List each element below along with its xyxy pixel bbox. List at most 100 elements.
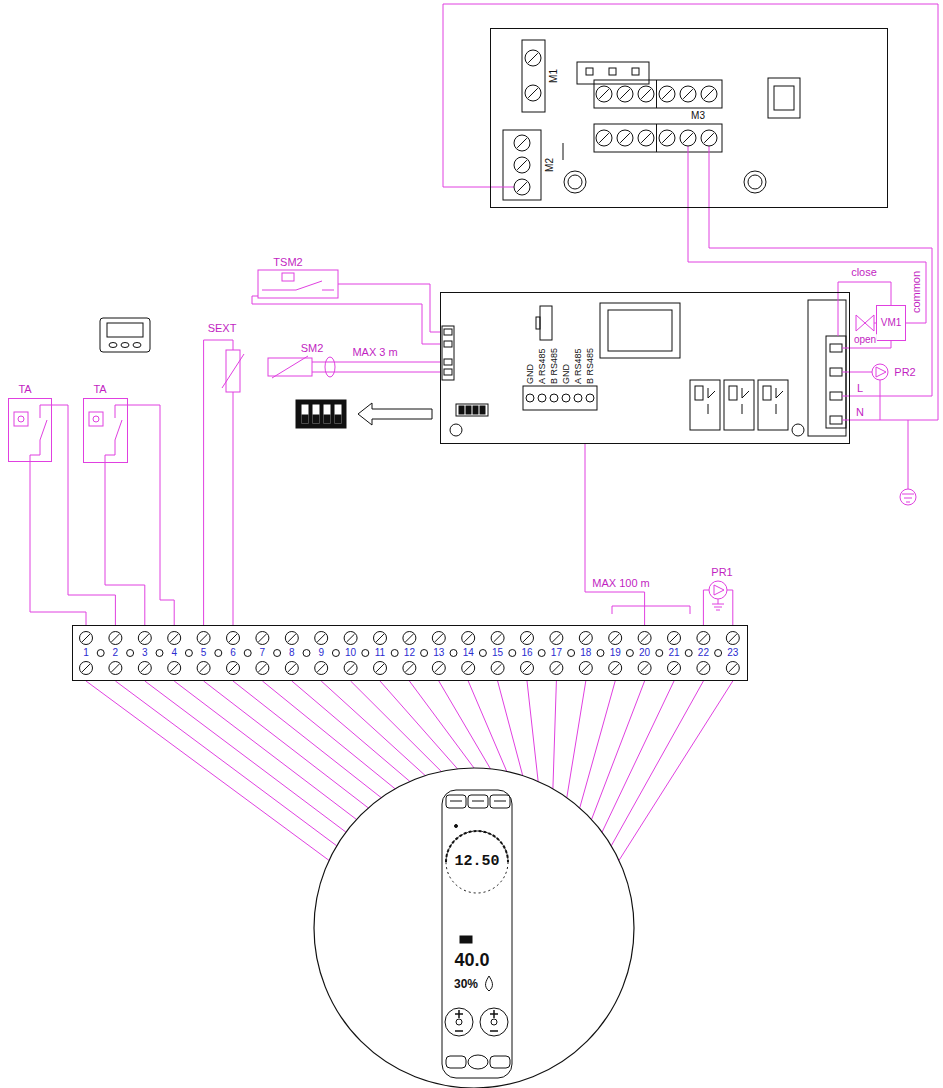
- screw-terminal: [344, 632, 357, 645]
- main-board-parts: [503, 40, 800, 200]
- terminal-separator: [303, 650, 310, 657]
- board-wire: [842, 372, 850, 373]
- screw-terminal: [432, 662, 445, 675]
- part-label: SM2: [300, 342, 325, 355]
- screw-terminal: [582, 634, 590, 642]
- screw-terminal: [641, 664, 649, 672]
- part-label: VM1: [881, 317, 902, 329]
- screw-terminal: [596, 86, 612, 102]
- controller-board: M1M2M3: [490, 28, 888, 208]
- expansion-board-parts: [776, 391, 783, 398]
- remote-unit-icon: [100, 318, 150, 352]
- terminal-number: 6: [230, 647, 236, 659]
- screw-terminal: [80, 662, 93, 675]
- part-label: SEXT: [207, 322, 238, 335]
- panel-face: [472, 801, 484, 802]
- expansion-board-parts: [444, 329, 452, 335]
- terminal-number: 22: [698, 647, 709, 659]
- pump-symbol: [876, 367, 886, 377]
- expansion-board-parts: [574, 394, 582, 402]
- screw-terminal: [609, 662, 622, 675]
- main-board-parts: [656, 124, 657, 152]
- screw-terminal: [680, 86, 696, 102]
- screw-terminal: [374, 632, 387, 645]
- expansion-board-parts: [459, 406, 464, 414]
- screw-terminal: [200, 634, 208, 642]
- dip-switch-detail: [324, 415, 330, 423]
- terminal-separator: [421, 650, 428, 657]
- dip-switch-detail: [334, 404, 342, 424]
- remote-unit-icon: [133, 343, 141, 348]
- screw-terminal: [670, 634, 678, 642]
- wire-connector: [838, 282, 891, 305]
- terminal-separator: [538, 650, 545, 657]
- terminal-number: 21: [668, 647, 679, 659]
- wire-connector: [439, 681, 491, 769]
- wire-connector: [233, 681, 381, 798]
- terminal-number: 18: [580, 647, 591, 659]
- expansion-board-parts: [830, 368, 842, 376]
- screw-terminal: [403, 632, 416, 645]
- screw-terminal: [168, 632, 181, 645]
- sensor-symbol: [272, 356, 308, 378]
- outdoor-sensor-symbol: [233, 392, 234, 625]
- pump-symbol: [714, 585, 724, 595]
- screw-terminal: [432, 632, 445, 645]
- terminal-separator: [685, 650, 692, 657]
- expansion-board-parts: [480, 406, 485, 414]
- main-board-parts: [568, 175, 582, 189]
- expansion-board-parts: [830, 392, 842, 400]
- screw-terminal: [112, 664, 120, 672]
- screw-terminal: [609, 662, 622, 675]
- main-board-parts: [744, 171, 766, 193]
- terminal-separator: [97, 650, 721, 657]
- screw-terminal: [200, 664, 208, 672]
- pump-symbol: [718, 599, 719, 604]
- screw-terminal: [374, 632, 387, 645]
- screw-terminal: [259, 664, 267, 672]
- ground-symbol: [908, 420, 909, 489]
- screw-terminal: [680, 130, 696, 146]
- dip-switch-detail: [323, 404, 331, 424]
- screw-terminal: [528, 88, 538, 98]
- terminal-number: 13: [433, 647, 444, 659]
- screw-terminal: [494, 664, 502, 672]
- screw-terminal: [315, 662, 328, 675]
- screw-terminal: [579, 662, 592, 675]
- main-board-parts: [586, 68, 593, 75]
- screw-terminal: [638, 632, 651, 645]
- screw-terminal: [491, 662, 504, 675]
- screw-terminal: [168, 662, 181, 675]
- cable-bracket: [612, 606, 690, 614]
- screw-terminal: [697, 662, 710, 675]
- expansion-board-parts: [526, 394, 534, 402]
- wire-connector: [850, 341, 891, 348]
- board-wire: [490, 187, 514, 188]
- expansion-board-parts: [808, 300, 846, 436]
- dip-switch-detail: [296, 400, 432, 428]
- panel-face: [468, 795, 488, 808]
- screw-terminal: [683, 133, 693, 143]
- screw-terminal: [80, 632, 93, 645]
- screw-terminal: [80, 50, 740, 675]
- wire-connector: [709, 208, 932, 396]
- screw-terminal: [462, 632, 475, 645]
- screw-terminal: [514, 135, 530, 151]
- screw-terminal: [138, 662, 151, 675]
- terminal-number: 17: [551, 647, 562, 659]
- expansion-board-parts: [826, 336, 846, 428]
- terminal-number: 19: [610, 647, 621, 659]
- wire-connector: [498, 681, 523, 776]
- screw-terminal: [374, 662, 387, 675]
- thermostat-switch: [14, 412, 28, 426]
- dip-switch-detail: [302, 415, 308, 423]
- expansion-board-parts: [456, 404, 488, 416]
- screw-terminal: [141, 664, 149, 672]
- wire-connector: [567, 681, 586, 798]
- screw-terminal: [376, 634, 384, 642]
- main-board-parts: [656, 80, 657, 108]
- expansion-board-parts: [763, 386, 771, 400]
- pump-symbol: [727, 590, 733, 625]
